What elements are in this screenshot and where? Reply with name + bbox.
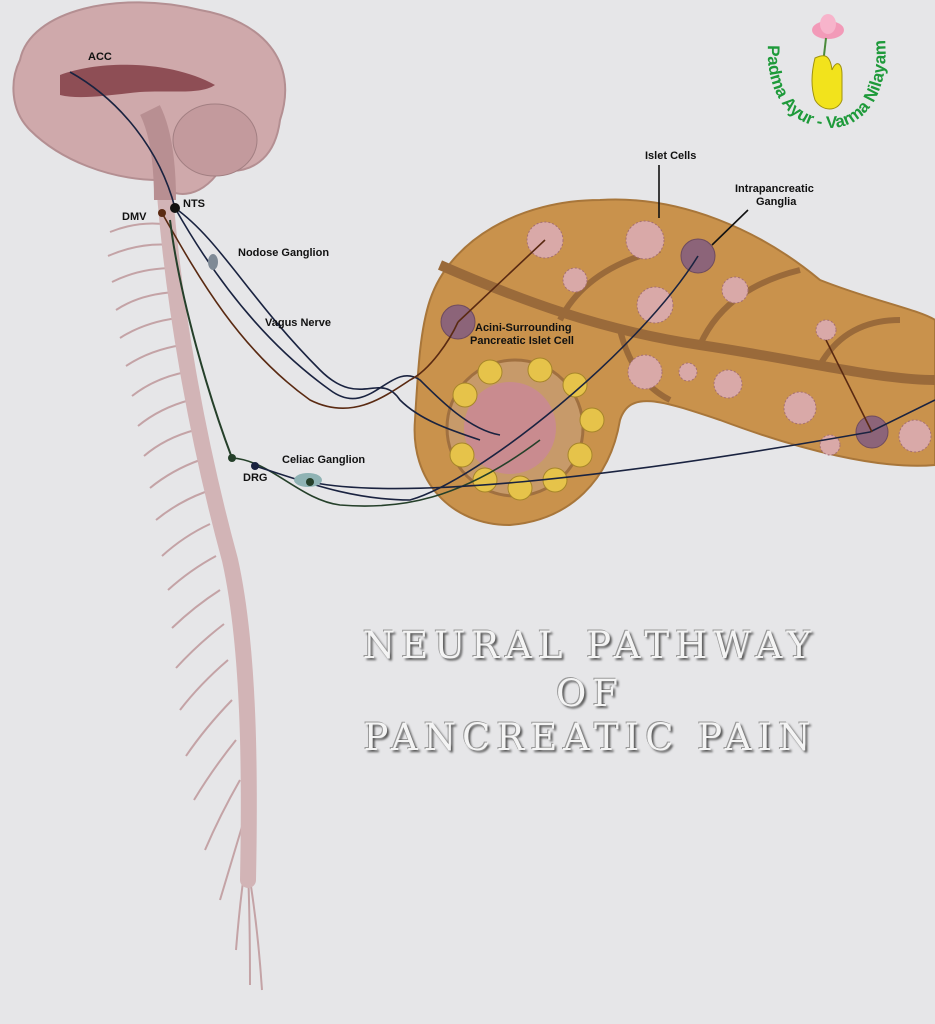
label-intrapancreatic: Intrapancreatic [735,183,814,195]
logo: Padma Ayur - Varma Nilayam [764,14,890,132]
label-dmv: DMV [122,211,147,223]
label-nodose-ganglion: Nodose Ganglion [238,247,329,259]
label-acc: ACC [88,51,112,63]
label-acini-2: Pancreatic Islet Cell [470,335,574,347]
label-islet-cells: Islet Cells [645,150,696,162]
nerve-pathways [69,71,935,507]
nuclei [158,203,322,487]
spinal-cord [154,142,257,888]
title-line-2: OF [555,672,624,715]
title-line-3: PANCREATIC PAIN [363,716,817,759]
label-drg: DRG [243,472,267,484]
pancreas [413,198,935,527]
label-celiac-ganglion: Celiac Ganglion [282,454,365,466]
label-acini-1: Acini-Surrounding [475,322,572,334]
label-vagus-nerve: Vagus Nerve [265,317,331,329]
title-line-1: NEURAL PATHWAY [362,624,818,667]
label-nts: NTS [183,198,205,210]
hand-icon [811,55,843,110]
label-ganglia: Ganglia [756,196,797,208]
ganglia-arrow [711,209,749,246]
brain [12,1,287,201]
